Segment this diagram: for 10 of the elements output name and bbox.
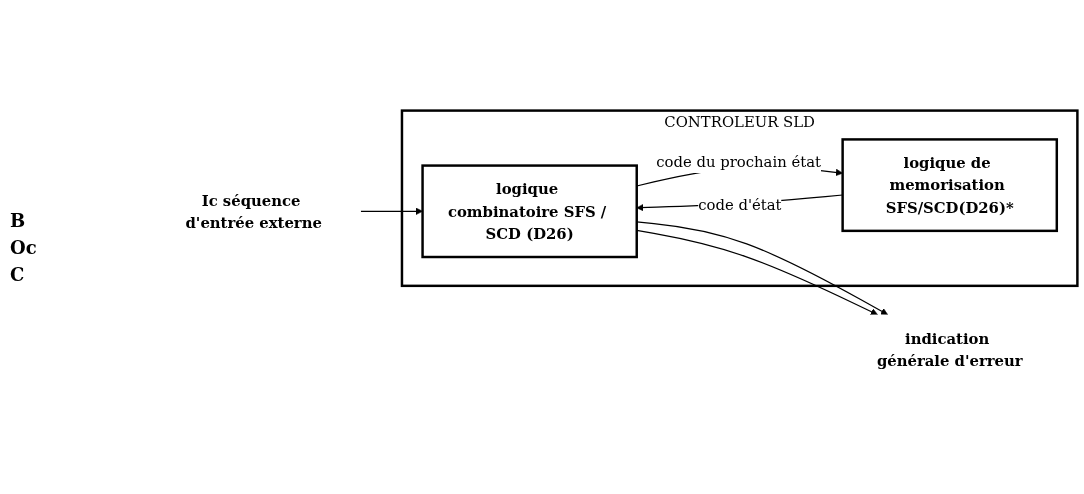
node-box: logique de memorisation SFS/SCD(D26)* [841, 137, 1059, 232]
edge-label: code du prochain état [656, 153, 821, 171]
arrow [360, 207, 423, 215]
signal-label: B [10, 209, 27, 231]
node-text: Ic séquence d'entrée externe [185, 191, 322, 231]
node-box: logique combinatoire SFS / SCD (D26) [421, 164, 638, 258]
signal-label: C [10, 263, 26, 285]
edge-label: code d'état [698, 195, 782, 213]
node-text: indication générale d'erreur [876, 329, 1023, 369]
signal-label: Oc [10, 236, 38, 258]
